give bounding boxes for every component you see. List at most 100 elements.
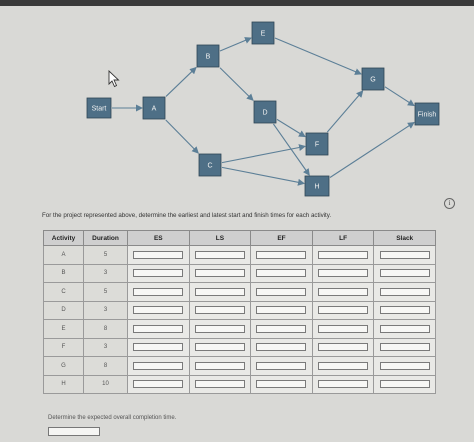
header-slack: Slack (373, 230, 436, 246)
slack-input[interactable] (379, 361, 430, 370)
activity-cell: D (43, 300, 84, 320)
duration-cell: 8 (83, 356, 128, 376)
ef-input[interactable] (256, 380, 307, 389)
ls-cell (188, 263, 252, 283)
slack-cell (373, 245, 436, 265)
es-cell (127, 245, 190, 265)
es-input[interactable] (133, 380, 184, 389)
slack-input[interactable] (379, 269, 430, 278)
activity-cell: A (43, 245, 84, 265)
ef-input[interactable] (256, 306, 307, 315)
ls-input[interactable] (194, 269, 245, 278)
arrow-F-to-G (326, 90, 364, 133)
slack-input[interactable] (379, 250, 430, 259)
node-label: F (315, 141, 319, 148)
node-label: Start (92, 105, 107, 112)
ef-input[interactable] (256, 361, 307, 370)
activity-cell: E (43, 319, 84, 339)
slack-cell (373, 337, 436, 357)
ls-input[interactable] (194, 361, 245, 370)
completion-time-input[interactable] (48, 427, 100, 436)
es-input[interactable] (133, 269, 184, 278)
arrow-C-to-F (221, 144, 306, 164)
lf-input[interactable] (318, 343, 369, 352)
lf-input[interactable] (318, 250, 369, 259)
ef-cell (250, 300, 313, 320)
node-label: Finish (418, 111, 437, 118)
ef-input[interactable] (256, 324, 307, 333)
es-cell (127, 337, 190, 357)
ls-input[interactable] (194, 250, 245, 259)
node-box (251, 21, 275, 45)
ls-cell (188, 374, 252, 394)
slack-input[interactable] (379, 306, 430, 315)
activity-cell: B (43, 263, 84, 283)
node-h: H (304, 175, 330, 197)
ef-cell (250, 356, 313, 376)
ef-input[interactable] (256, 250, 307, 259)
ls-input[interactable] (194, 343, 245, 352)
arrow-A-to-B (165, 66, 197, 97)
activity-cell: H (43, 374, 84, 394)
es-input[interactable] (133, 361, 184, 370)
es-input[interactable] (133, 343, 184, 352)
header-activity: Activity (43, 230, 84, 246)
node-a: A (142, 96, 166, 120)
ef-cell (250, 263, 313, 283)
es-input[interactable] (133, 287, 184, 296)
ls-input[interactable] (194, 306, 245, 315)
lf-input[interactable] (318, 269, 369, 278)
top-bar (0, 0, 474, 6)
lf-cell (311, 263, 375, 283)
slack-input[interactable] (379, 343, 430, 352)
lf-input[interactable] (318, 306, 369, 315)
slack-cell (373, 263, 436, 283)
slack-input[interactable] (379, 287, 430, 296)
activity-cell: G (43, 356, 84, 376)
mouse-pointer-icon (108, 70, 120, 88)
duration-cell: 8 (83, 319, 128, 339)
header-lf: LF (311, 230, 375, 246)
lf-input[interactable] (318, 361, 369, 370)
header-ls: LS (188, 230, 252, 246)
slack-input[interactable] (379, 380, 430, 389)
ef-cell (250, 282, 313, 302)
node-f: F (305, 132, 329, 156)
es-input[interactable] (133, 324, 184, 333)
slack-cell (373, 356, 436, 376)
lf-cell (311, 319, 375, 339)
ls-input[interactable] (194, 324, 245, 333)
node-b: B (196, 44, 220, 68)
es-cell (127, 356, 190, 376)
lf-input[interactable] (318, 324, 369, 333)
info-icon[interactable]: i (444, 198, 455, 209)
ls-cell (188, 337, 252, 357)
node-finish: Finish (414, 102, 440, 126)
ls-input[interactable] (194, 287, 245, 296)
ls-input[interactable] (194, 380, 245, 389)
ef-input[interactable] (256, 269, 307, 278)
node-label: H (314, 183, 319, 190)
slack-cell (373, 319, 436, 339)
slack-cell (373, 300, 436, 320)
es-input[interactable] (133, 250, 184, 259)
lf-cell (311, 337, 375, 357)
ls-cell (188, 282, 252, 302)
ef-input[interactable] (256, 287, 307, 296)
lf-input[interactable] (318, 287, 369, 296)
ls-cell (188, 245, 252, 265)
duration-cell: 3 (83, 337, 128, 357)
ef-input[interactable] (256, 343, 307, 352)
lf-input[interactable] (318, 380, 369, 389)
node-label: A (152, 105, 157, 112)
node-d: D (253, 100, 277, 124)
es-input[interactable] (133, 306, 184, 315)
node-box (253, 100, 277, 124)
slack-input[interactable] (379, 324, 430, 333)
duration-cell: 10 (83, 374, 128, 394)
